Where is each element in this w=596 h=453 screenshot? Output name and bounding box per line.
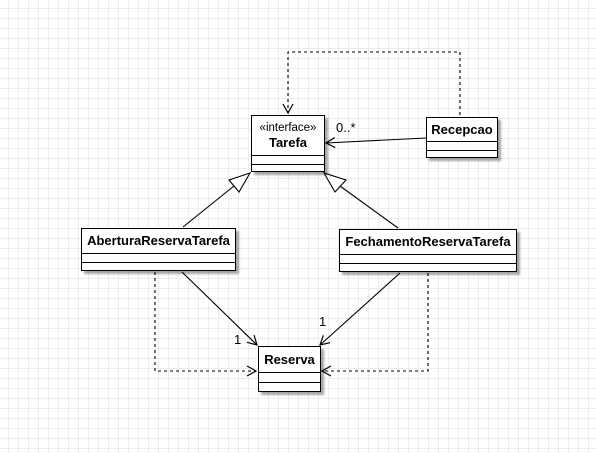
- class-fechamento-reserva-tarefa[interactable]: FechamentoReservaTarefa: [339, 229, 517, 272]
- class-fechamento-attributes: [340, 255, 516, 264]
- class-tarefa-name: Tarefa: [268, 134, 308, 150]
- class-tarefa-attributes: [252, 156, 324, 165]
- class-abertura-attributes: [82, 254, 235, 263]
- realization-abertura-arrowhead: [228, 172, 252, 193]
- class-fechamento-header: FechamentoReservaTarefa: [340, 230, 516, 255]
- association-abertura-reserva[interactable]: [181, 271, 258, 346]
- association-fechamento-reserva[interactable]: [319, 272, 401, 346]
- class-abertura-header: AberturaReservaTarefa: [82, 229, 235, 254]
- class-recepcao[interactable]: Recepcao: [426, 117, 498, 158]
- dependency-recepcao-tarefa[interactable]: [282, 51, 461, 115]
- class-tarefa-stereotype: «interface»: [259, 121, 317, 134]
- class-reserva-attributes: [259, 373, 320, 383]
- association-recepcao-tarefa[interactable]: [324, 137, 427, 149]
- class-recepcao-attributes: [427, 142, 497, 151]
- class-recepcao-name: Recepcao: [431, 121, 493, 137]
- class-fechamento-name: FechamentoReservaTarefa: [345, 234, 511, 249]
- class-reserva[interactable]: Reserva: [258, 346, 321, 392]
- class-tarefa-operations: [252, 165, 324, 171]
- realization-fechamento-arrowhead: [322, 172, 347, 193]
- class-tarefa[interactable]: «interface» Tarefa: [251, 115, 325, 172]
- class-abertura-name: AberturaReservaTarefa: [87, 233, 230, 248]
- class-reserva-operations: [259, 383, 320, 391]
- class-abertura-operations: [82, 263, 235, 270]
- dependency-abertura-reserva[interactable]: [154, 272, 258, 377]
- class-tarefa-header: «interface» Tarefa: [252, 116, 324, 156]
- multiplicity-recepcao-tarefa: 0..*: [336, 120, 356, 135]
- multiplicity-fechamento-reserva: 1: [319, 314, 327, 329]
- class-abertura-reserva-tarefa[interactable]: AberturaReservaTarefa: [81, 228, 236, 271]
- dependency-fechamento-reserva[interactable]: [320, 273, 429, 377]
- class-reserva-name: Reserva: [264, 351, 315, 367]
- realization-abertura-line[interactable]: [182, 185, 235, 228]
- realization-fechamento-line[interactable]: [339, 185, 399, 229]
- class-reserva-header: Reserva: [259, 347, 320, 373]
- class-recepcao-header: Recepcao: [427, 118, 497, 142]
- class-recepcao-operations: [427, 151, 497, 157]
- multiplicity-abertura-reserva: 1: [234, 332, 242, 347]
- class-fechamento-operations: [340, 264, 516, 271]
